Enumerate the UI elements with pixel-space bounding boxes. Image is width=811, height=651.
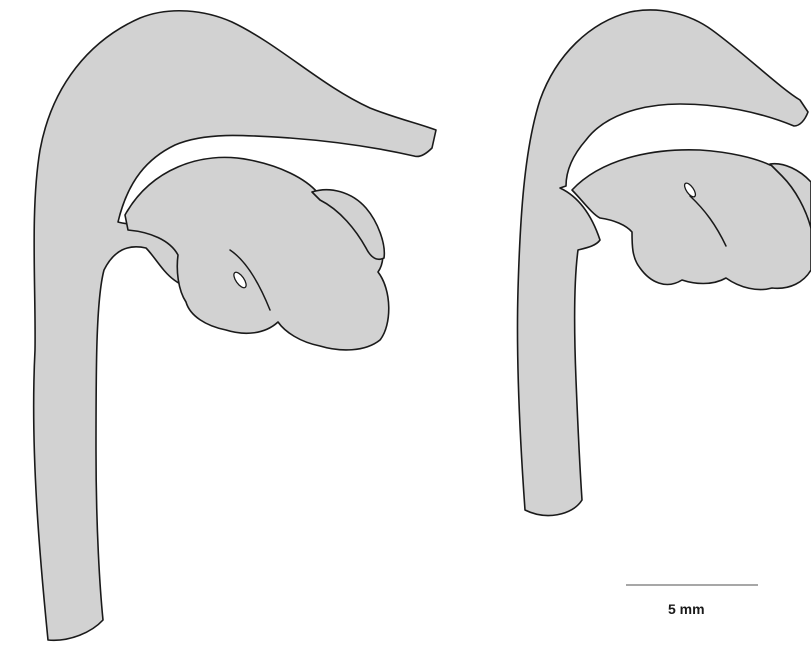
- scale-bar-label: 5 mm: [668, 601, 705, 617]
- right-specimen: [517, 10, 811, 515]
- left-specimen: [34, 11, 436, 641]
- right-lip-lobe: [572, 150, 811, 290]
- scale-bar: 5 mm: [626, 585, 758, 617]
